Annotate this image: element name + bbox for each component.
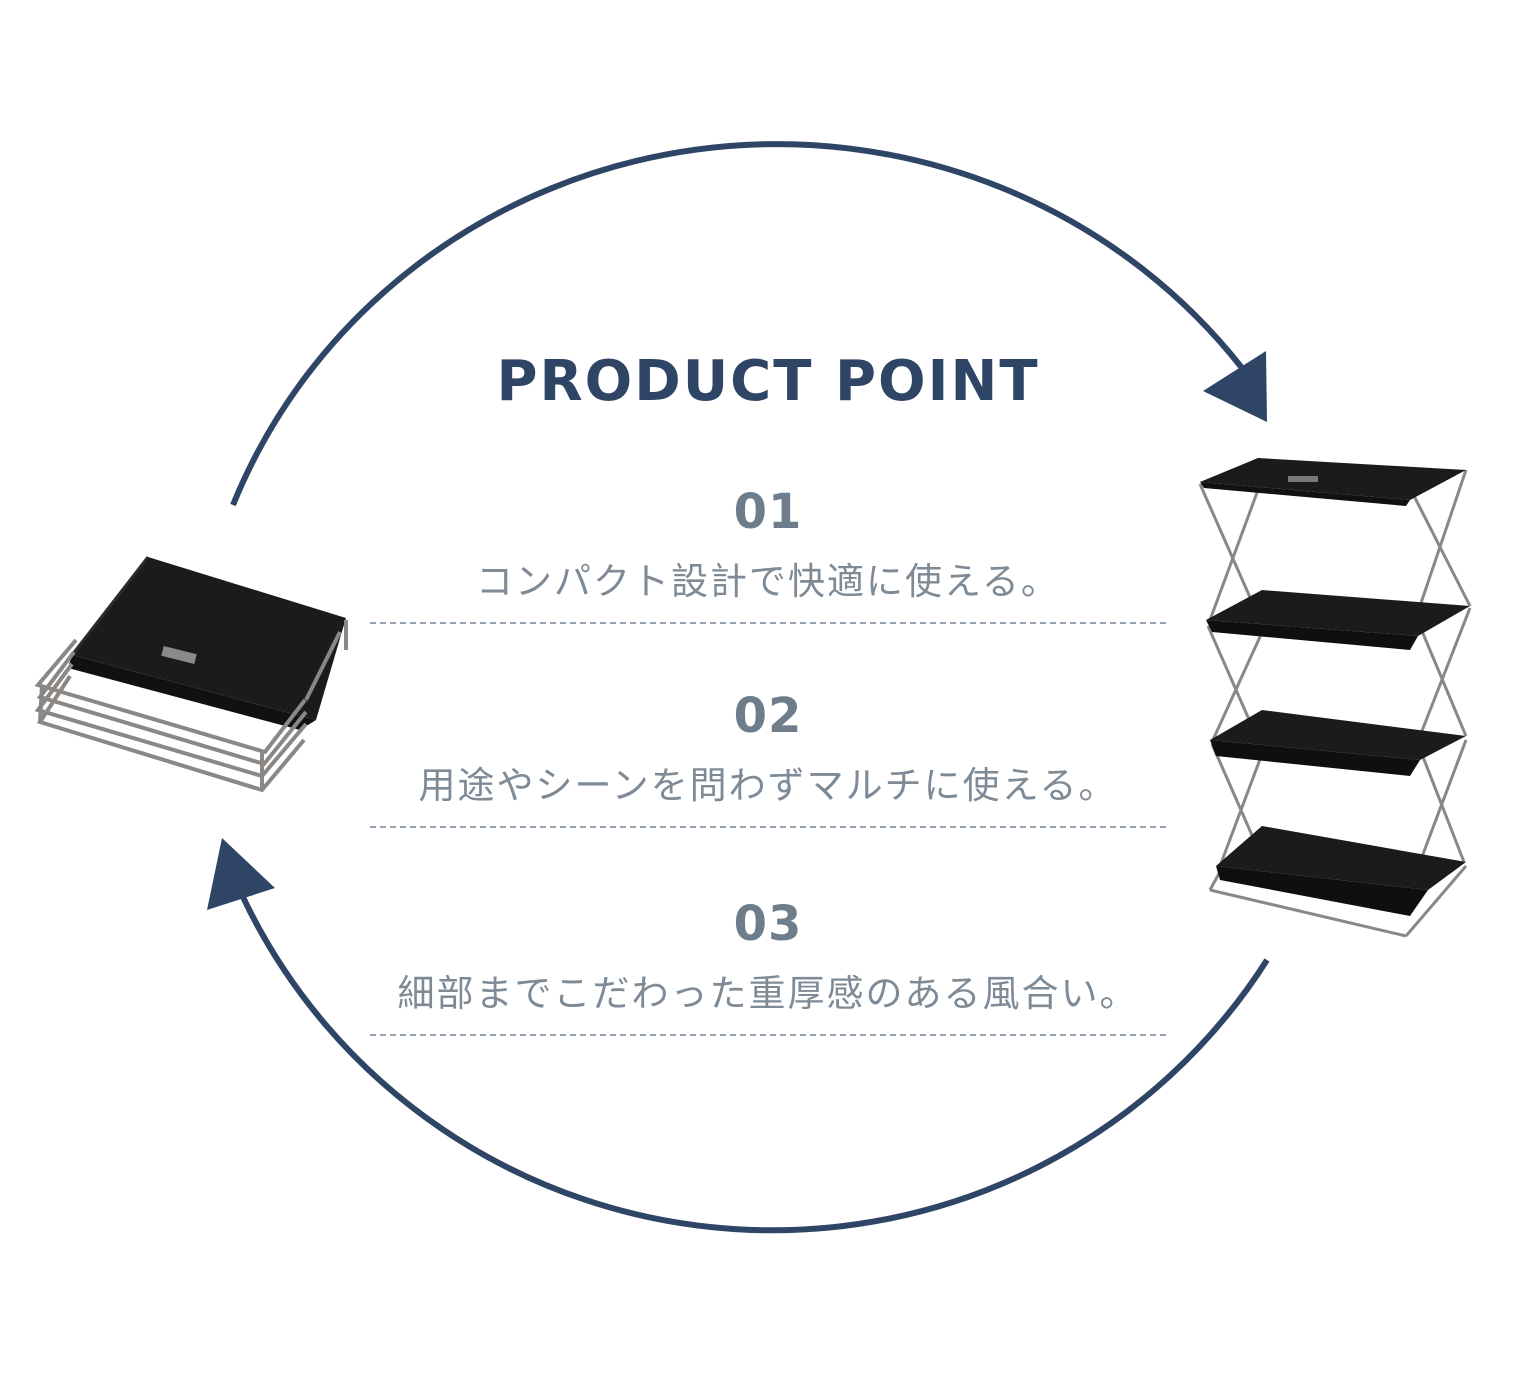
lower-arc-arrow <box>239 893 1270 1234</box>
dashed-divider <box>370 1034 1166 1036</box>
point-item-02: 02 用途やシーンを問わずマルチに使える。 <box>370 688 1166 828</box>
point-item-01: 01 コンパクト設計で快適に使える。 <box>370 484 1166 624</box>
point-number: 03 <box>733 896 803 952</box>
page-title: PRODUCT POINT <box>496 349 1040 414</box>
upper-arrowhead-icon <box>1203 351 1267 422</box>
dashed-divider <box>370 826 1166 828</box>
expanded-rack-icon <box>1198 458 1472 938</box>
point-description: 細部までこだわった重厚感のある風合い。 <box>397 972 1139 1015</box>
folded-rack-icon <box>34 556 348 793</box>
point-description: 用途やシーンを問わずマルチに使える。 <box>418 764 1118 807</box>
point-description: コンパクト設計で快適に使える。 <box>476 560 1060 603</box>
point-number: 02 <box>733 688 803 744</box>
dashed-divider <box>370 622 1166 624</box>
upper-arc-arrow <box>230 141 1245 507</box>
point-number: 01 <box>733 484 803 540</box>
lower-arrowhead-icon <box>207 838 275 910</box>
point-item-03: 03 細部までこだわった重厚感のある風合い。 <box>370 896 1166 1036</box>
